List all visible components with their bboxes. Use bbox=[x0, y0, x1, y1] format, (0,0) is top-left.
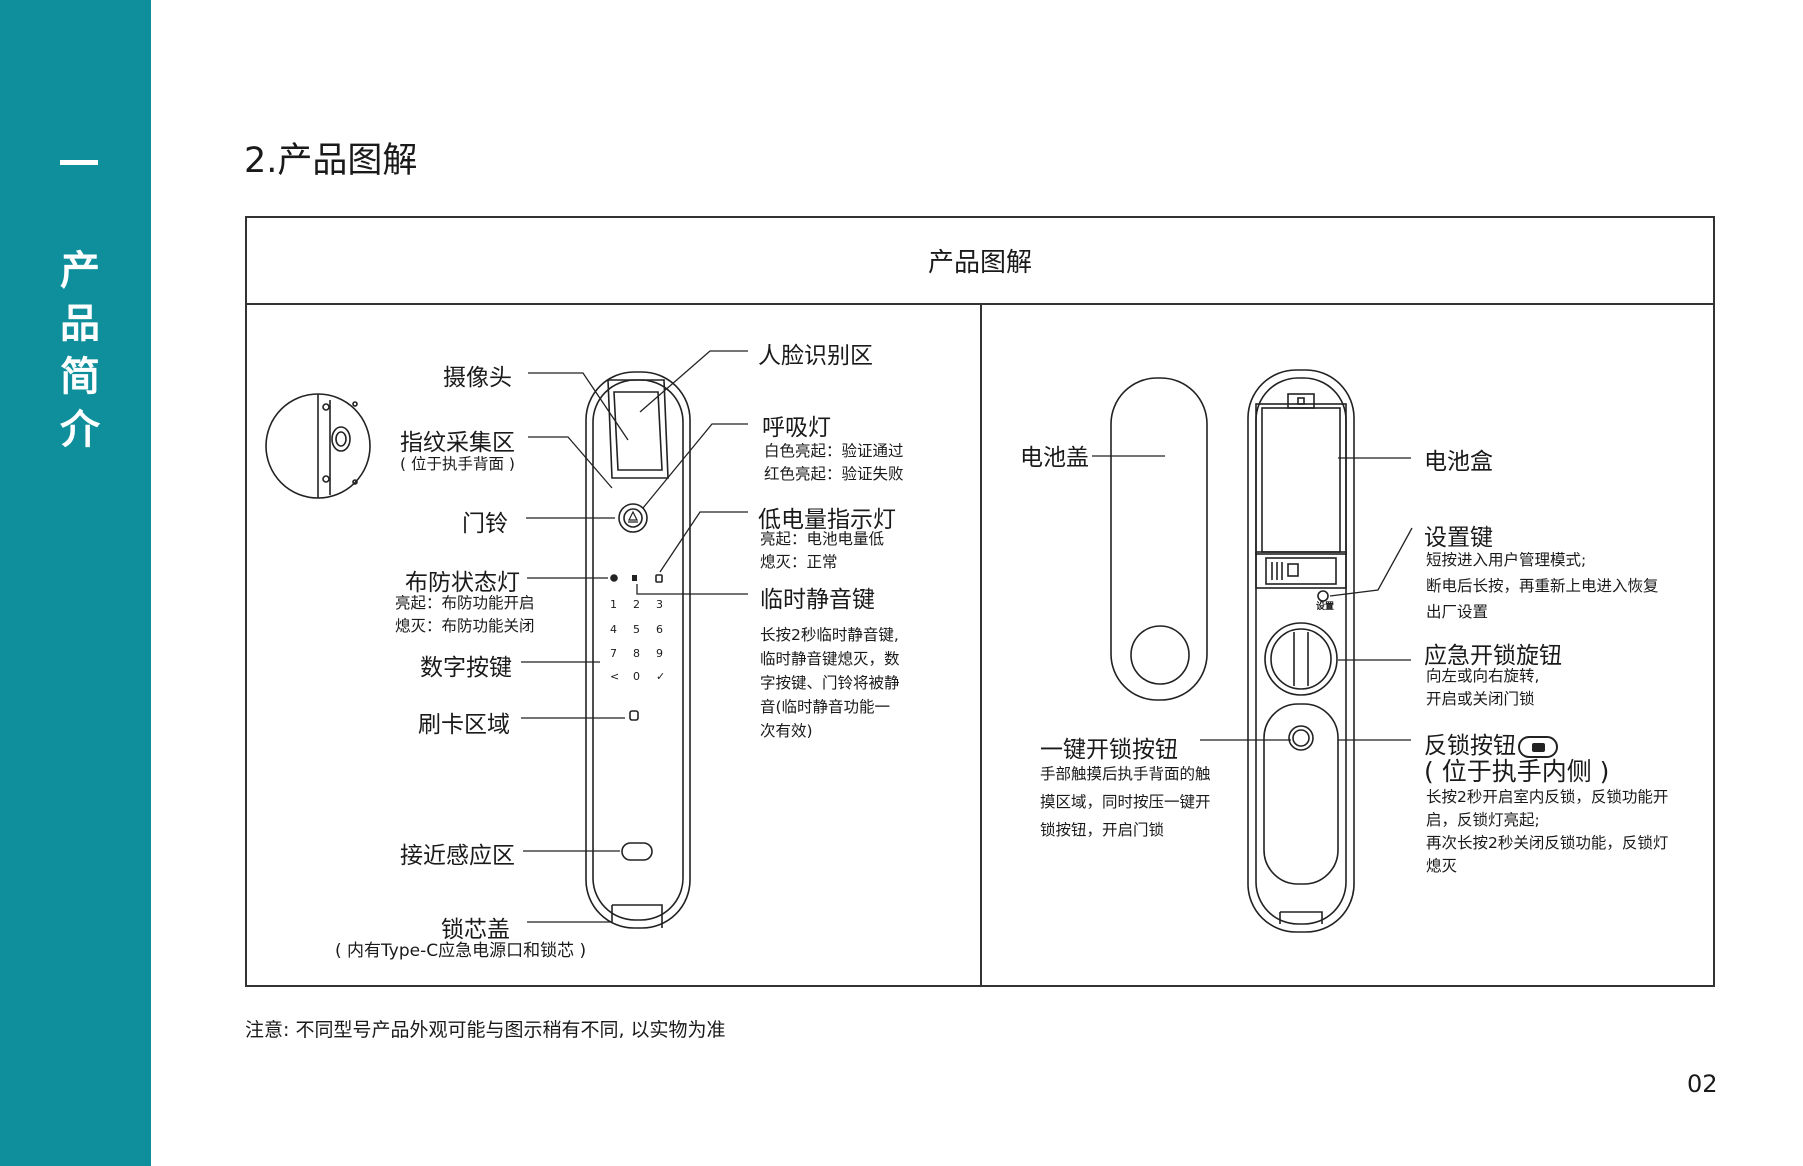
label-core-cover: 锁芯盖 bbox=[441, 917, 510, 943]
chapter-sidebar: 产 品 简 介 bbox=[0, 0, 151, 1166]
label-card-area: 刷卡区域 bbox=[418, 712, 510, 738]
label-battery-box: 电池盒 bbox=[1424, 449, 1493, 475]
label-fingerprint-note: ( 位于执手背面 ) bbox=[400, 455, 515, 473]
battery-cover-drawing bbox=[1110, 377, 1208, 701]
label-camera: 摄像头 bbox=[443, 365, 512, 391]
key-digit: < bbox=[610, 670, 620, 683]
page-title: 2.产品图解 bbox=[244, 141, 418, 181]
left-leader-lines bbox=[521, 350, 748, 923]
label-mute-key: 临时静音键 bbox=[760, 587, 875, 613]
front-handle-drawing bbox=[585, 371, 691, 929]
label-battery-cover: 电池盖 bbox=[1020, 445, 1089, 471]
label-deadlock: 反锁按钮 bbox=[1424, 726, 1558, 760]
rear-handle-drawing bbox=[1247, 369, 1355, 933]
chapter-number-mark bbox=[60, 160, 98, 165]
label-keypad: 数字按键 bbox=[420, 655, 512, 681]
chapter-char: 简 bbox=[60, 354, 100, 400]
label-low-battery: 低电量指示灯 bbox=[758, 507, 896, 533]
chapter-char: 品 bbox=[60, 301, 100, 347]
figure-header: 产品图解 bbox=[247, 218, 1713, 305]
label-doorbell: 门铃 bbox=[462, 511, 508, 537]
key-digit: 0 bbox=[633, 670, 640, 683]
label-breathing-notes: 白色亮起：验证通过 红色亮起：验证失败 bbox=[764, 442, 904, 483]
key-digit: 7 bbox=[610, 647, 617, 660]
figure-divider bbox=[980, 305, 982, 987]
key-digit: 2 bbox=[633, 598, 640, 611]
label-mute-notes: 长按2秒临时静音键, 临时静音键熄灭，数 字按键、门铃将被静 音(临时静音功能一… bbox=[760, 626, 900, 740]
key-digit: 9 bbox=[656, 647, 663, 660]
chapter-char: 介 bbox=[60, 407, 100, 453]
footnote: 注意: 不同型号产品外观可能与图示稍有不同, 以实物为准 bbox=[245, 1019, 726, 1041]
page-number: 02 bbox=[1687, 1070, 1718, 1098]
lock-icon bbox=[1518, 735, 1558, 758]
key-digit: 1 bbox=[610, 598, 617, 611]
settings-tag: 设置 bbox=[1316, 602, 1335, 612]
key-digit: 5 bbox=[633, 623, 640, 636]
key-digit: 8 bbox=[633, 647, 640, 660]
key-digit: 3 bbox=[656, 598, 663, 611]
label-one-key-notes: 手部触摸后执手背面的触 摸区域，同时按压一键开 锁按钮，开启门锁 bbox=[1040, 765, 1211, 839]
label-fingerprint: 指纹采集区 bbox=[400, 430, 515, 456]
label-arm-light: 布防状态灯 bbox=[405, 570, 520, 596]
label-proximity: 接近感应区 bbox=[400, 843, 515, 869]
key-digit: ✓ bbox=[656, 670, 666, 683]
label-breathing-light: 呼吸灯 bbox=[762, 415, 831, 441]
label-deadlock-note: ( 位于执手内侧 ) bbox=[1424, 757, 1610, 786]
label-settings-notes: 短按进入用户管理模式; 断电后长按，再重新上电进入恢复 出厂设置 bbox=[1426, 551, 1659, 621]
label-emergency-notes: 向左或向右旋转, 开启或关闭门锁 bbox=[1426, 667, 1540, 708]
label-arm-light-notes: 亮起：布防功能开启 熄灭：布防功能关闭 bbox=[395, 594, 535, 635]
right-leader-lines bbox=[1092, 455, 1413, 741]
label-settings-key: 设置键 bbox=[1424, 525, 1493, 551]
chapter-char: 产 bbox=[60, 248, 100, 294]
label-one-key: 一键开锁按钮 bbox=[1040, 737, 1178, 763]
label-core-cover-note: ( 内有Type-C应急电源口和锁芯 ) bbox=[335, 941, 587, 961]
chapter-title: 产 品 简 介 bbox=[52, 245, 108, 457]
label-face-area: 人脸识别区 bbox=[758, 343, 873, 369]
figure-frame: 产品图解 bbox=[245, 216, 1715, 987]
key-digit: 6 bbox=[656, 623, 663, 636]
label-low-battery-notes: 亮起：电池电量低 熄灭：正常 bbox=[760, 530, 885, 571]
fingerprint-zoom-drawing bbox=[265, 393, 371, 499]
label-deadlock-notes: 长按2秒开启室内反锁，反锁功能开 启，反锁灯亮起; 再次长按2秒关闭反锁功能，反… bbox=[1426, 788, 1669, 875]
label-emergency-knob: 应急开锁旋钮 bbox=[1424, 643, 1562, 669]
key-digit: 4 bbox=[610, 623, 617, 636]
